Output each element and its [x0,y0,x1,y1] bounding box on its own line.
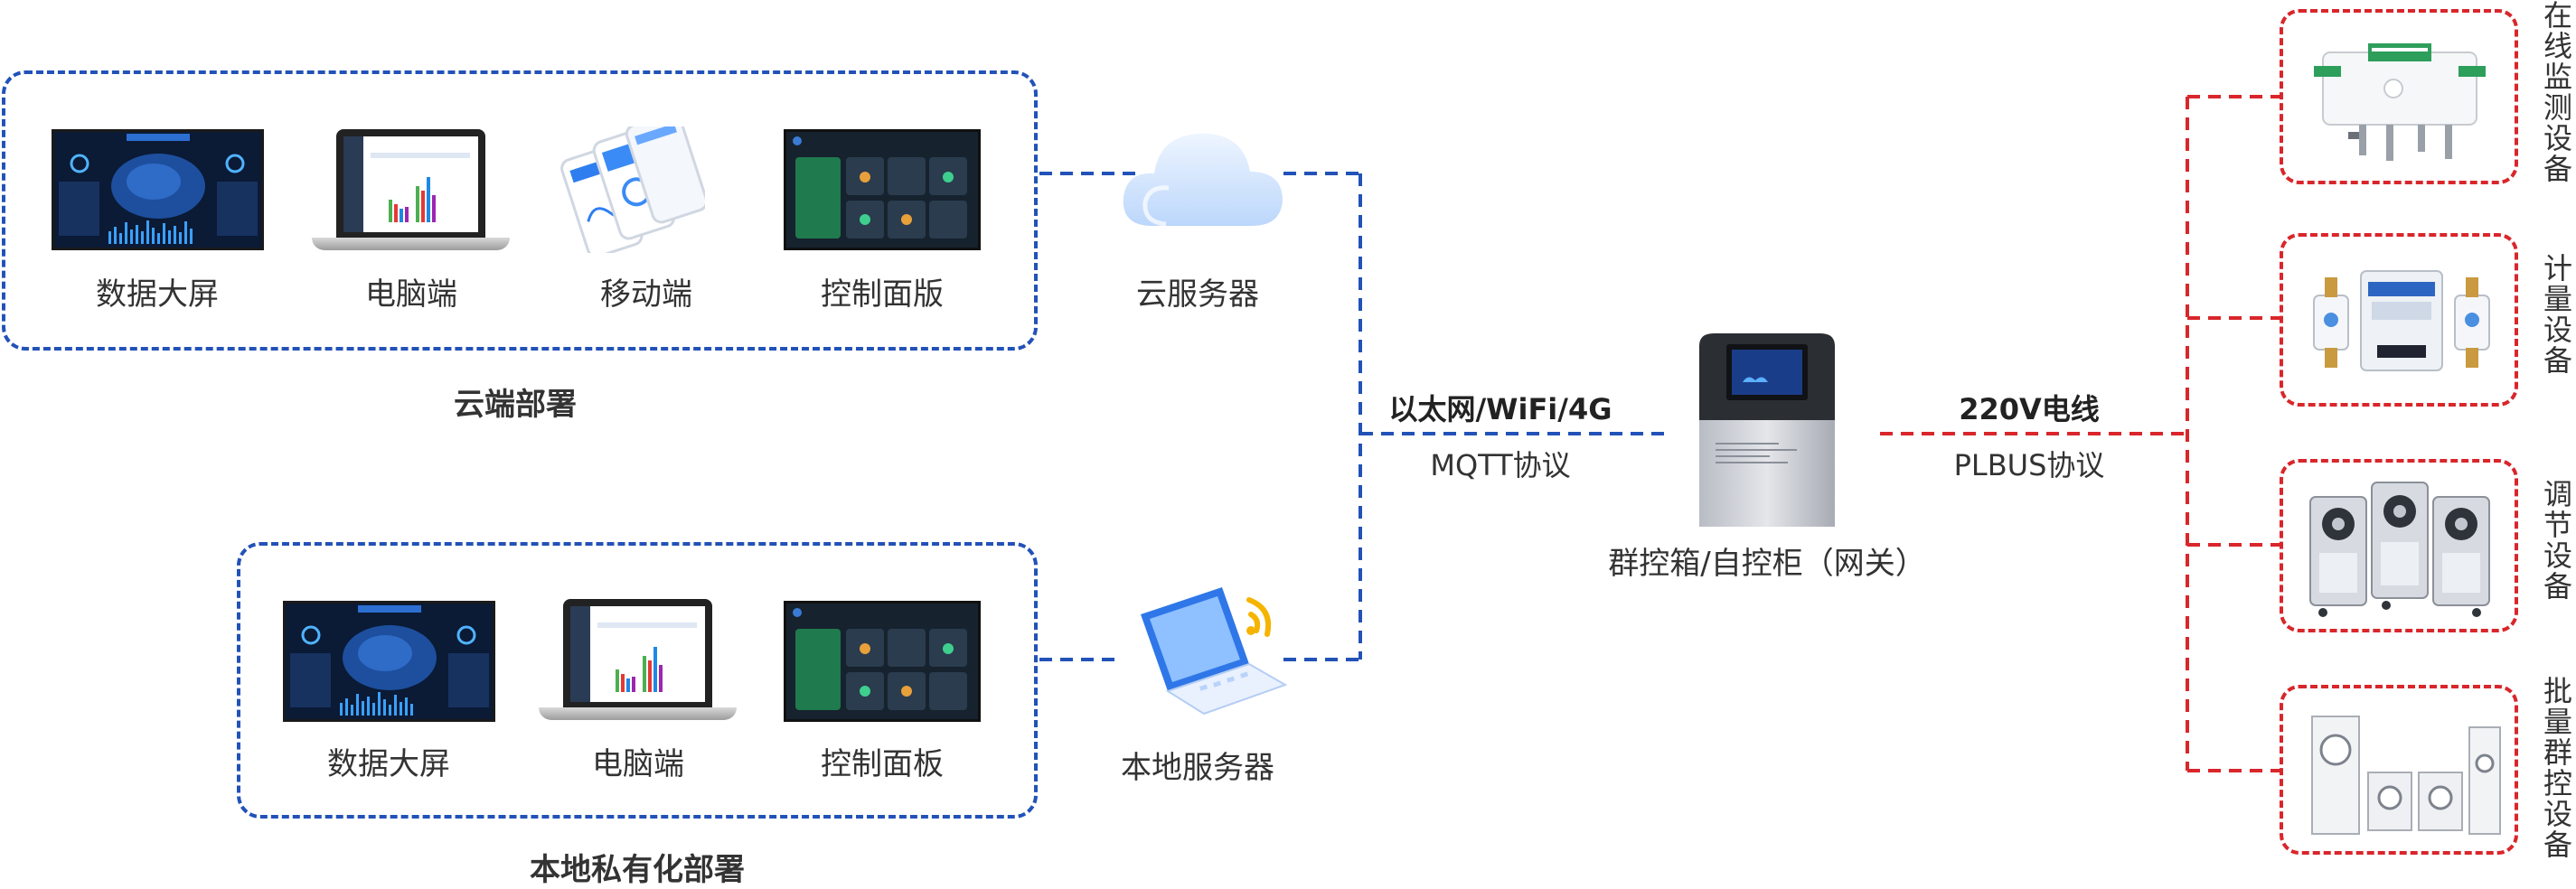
local-deployment-title: 本地私有化部署 [530,852,745,888]
cloud-deployment-title: 云端部署 [454,387,577,423]
link-right-bottom-label: PLBUS协议 [1953,448,2105,482]
control-panel-tiles-icon [786,132,978,248]
laptop-screen-thumbnail [563,599,712,707]
cloud-item-label-panel: 控制面版 [821,276,944,313]
gateway-cabinet-icon [1699,333,1835,527]
control-panel-tiles-icon [786,604,978,719]
device-box-monitoring [2280,9,2518,184]
cloud-deployment-box [2,70,1038,351]
gateway-label: 群控箱/自控柜（网关） [1608,546,1926,582]
laptop-chart-icon [570,606,697,702]
cloud-item-label-mobile: 移动端 [600,276,692,313]
local-deployment-box [237,542,1038,819]
cloud-icon [1123,133,1283,227]
laptop-base [312,238,510,250]
regulating-device-icon [2309,482,2490,617]
device-box-regulating [2280,459,2518,632]
control-panel-thumbnail [784,129,981,250]
local-item-label-bigscreen: 数据大屏 [327,746,450,782]
device-label-monitoring: 在线监测设备 [2539,0,2573,184]
device-box-metering [2280,233,2518,407]
device-label-batch-control: 批量群控设备 [2539,676,2573,860]
laptop-base [539,707,737,720]
link-right-top-label: 220V电线 [1959,392,2100,426]
cloud-server-label: 云服务器 [1136,276,1259,313]
link-left-top-label: 以太网/WiFi/4G [1388,392,1612,426]
local-laptop-wifi-icon [1141,587,1288,716]
big-screen-thumbnail [283,601,495,722]
link-left-bottom-label: MQTT协议 [1430,448,1571,482]
device-label-regulating: 调节设备 [2539,479,2573,602]
monitoring-device-icon [2314,43,2486,161]
dashboard-map-icon [54,132,261,248]
control-panel-thumbnail [784,601,981,722]
device-label-metering: 计量设备 [2539,253,2573,376]
laptop-chart-icon [343,136,470,232]
metering-device-icon [2313,270,2490,371]
mobile-phones-icon [560,126,705,253]
dashboard-map-icon [286,604,493,719]
local-server-label: 本地服务器 [1121,750,1274,786]
batch-control-device-icon [2311,716,2501,835]
local-item-label-panel: 控制面板 [821,746,944,782]
local-item-label-pc: 电脑端 [592,746,684,782]
cloud-item-label-pc: 电脑端 [365,276,457,313]
device-box-batch-control [2280,685,2518,855]
laptop-screen-thumbnail [336,129,485,238]
big-screen-thumbnail [52,129,264,250]
cloud-item-label-bigscreen: 数据大屏 [96,276,219,313]
